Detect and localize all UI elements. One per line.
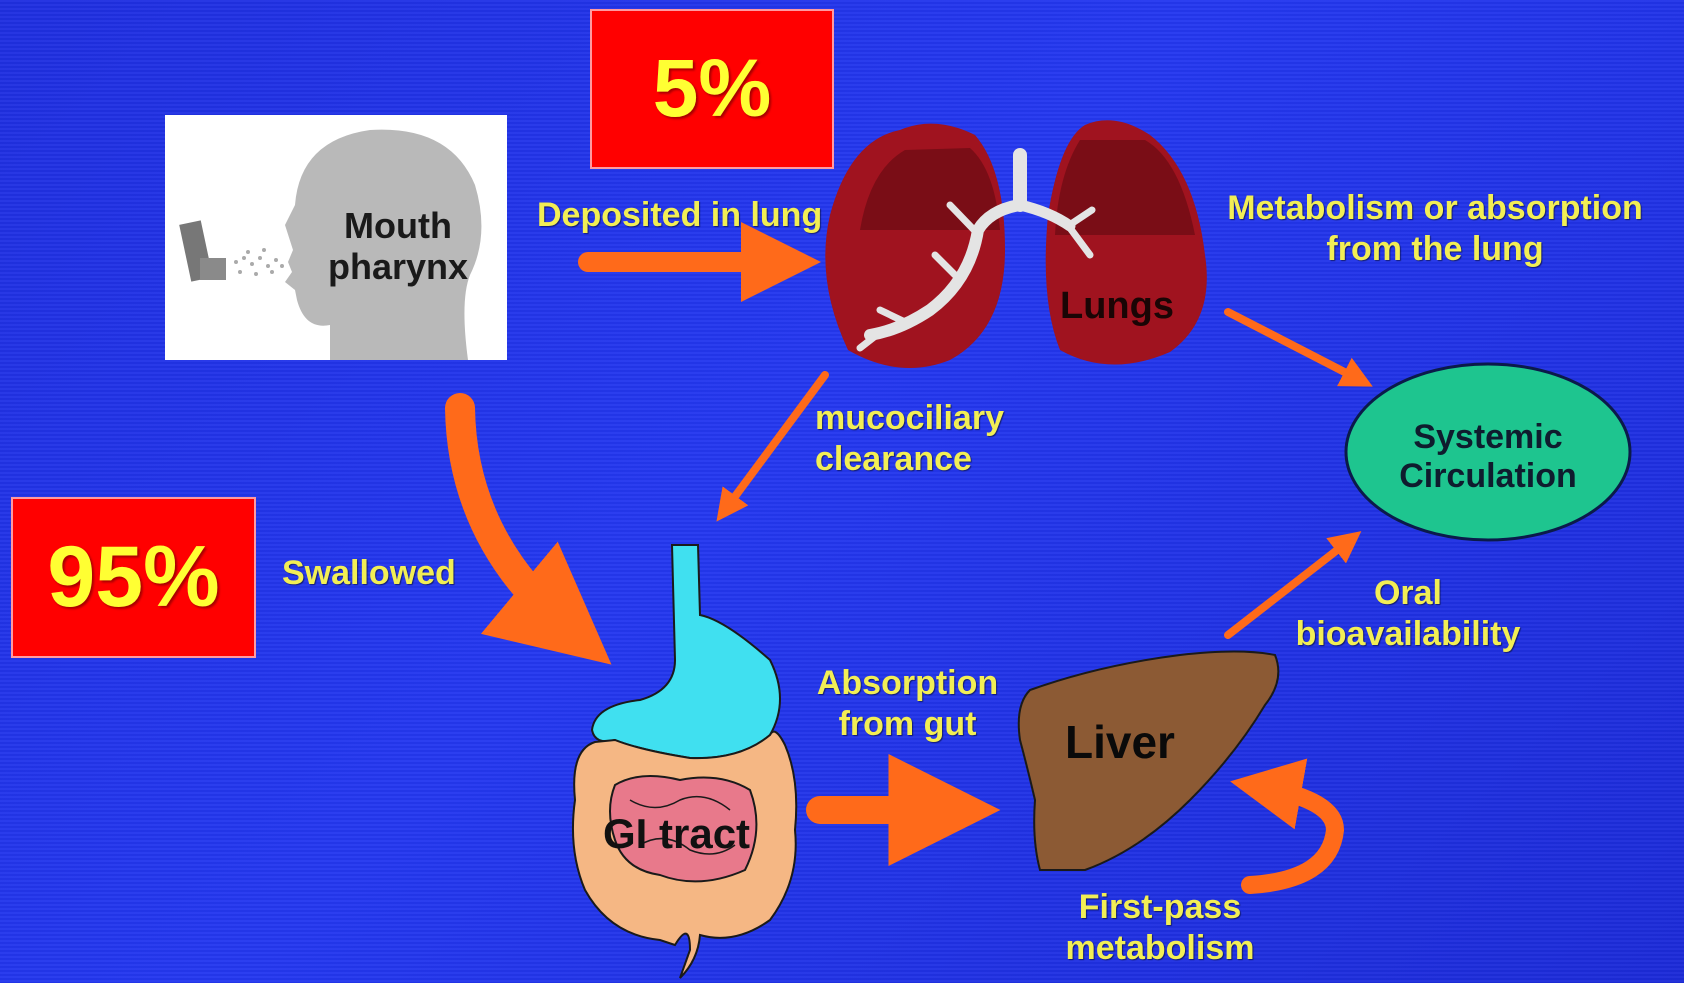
arrow-lung-absorption: [1228, 312, 1360, 380]
swallowed-percent-badge: 95%: [11, 497, 256, 658]
swallowed-label: Swallowed: [282, 553, 456, 594]
stomach-illustration: [592, 545, 780, 758]
systemic-label-line1: Systemic: [1378, 418, 1598, 457]
liver-label: Liver: [1065, 715, 1175, 769]
systemic-circulation-label: Systemic Circulation: [1378, 418, 1598, 496]
arrow-mucociliary: [725, 375, 825, 510]
first-pass-line1: First-pass: [1045, 887, 1275, 928]
mouth-label-line2: pharynx: [328, 246, 468, 287]
mouth-label-line1: Mouth: [328, 205, 468, 246]
arrow-first-pass: [1250, 787, 1335, 885]
lung-metabolism-line1: Metabolism or absorption: [1200, 188, 1670, 229]
lung-metabolism-label: Metabolism or absorption from the lung: [1200, 188, 1670, 270]
mucociliary-clearance-label: mucociliary clearance: [815, 398, 1004, 480]
oral-line1: Oral: [1268, 573, 1548, 614]
systemic-label-line2: Circulation: [1378, 457, 1598, 496]
absorption-line2: from gut: [800, 704, 1015, 745]
absorption-from-gut-label: Absorption from gut: [800, 663, 1015, 745]
deposited-in-lung-label: Deposited in lung: [537, 195, 822, 236]
lung-percent-badge: 5%: [590, 9, 834, 169]
mucociliary-line1: mucociliary: [815, 398, 1004, 439]
oral-line2: bioavailability: [1268, 614, 1548, 655]
arrow-swallowed: [460, 408, 570, 630]
lungs-label: Lungs: [1060, 285, 1174, 328]
mouth-pharynx-label: Mouth pharynx: [328, 205, 468, 288]
lungs-illustration: [825, 120, 1207, 368]
first-pass-metabolism-label: First-pass metabolism: [1045, 887, 1275, 969]
mucociliary-line2: clearance: [815, 439, 1004, 480]
first-pass-line2: metabolism: [1045, 928, 1275, 969]
oral-bioavailability-label: Oral bioavailability: [1268, 573, 1548, 655]
absorption-line1: Absorption: [800, 663, 1015, 704]
lung-metabolism-line2: from the lung: [1200, 229, 1670, 270]
gi-tract-label: GI tract: [603, 810, 750, 858]
